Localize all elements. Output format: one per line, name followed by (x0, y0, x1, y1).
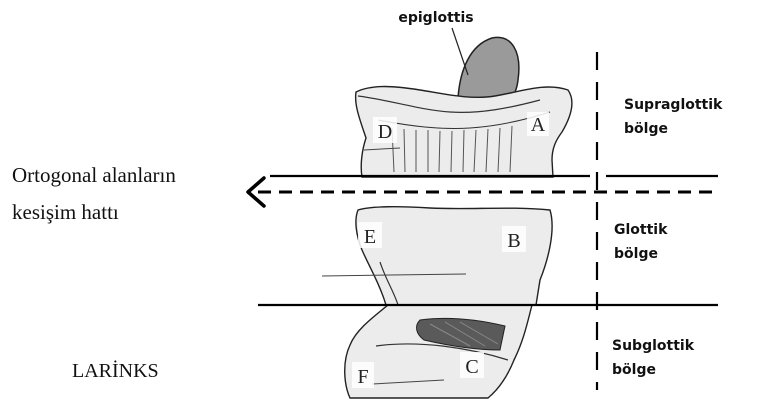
point-d-label: D (378, 121, 392, 143)
subglottic-label-line2: bölge (612, 362, 656, 378)
glottic-label-line1: Glottik (614, 222, 668, 238)
epiglottis-label: epiglottis (398, 10, 473, 26)
larynx-label: LARİNKS (72, 359, 159, 382)
supraglottic-label-line1: Supraglottik (624, 97, 723, 113)
point-a-label: A (531, 114, 546, 136)
point-b-label: B (507, 230, 520, 252)
intersection-label-line1: Ortogonal alanların (12, 163, 176, 187)
larynx-illustration (322, 28, 572, 398)
epiglottis-pointer (452, 28, 468, 75)
subglottic-label-line1: Subglottik (612, 338, 695, 354)
intersection-label-line2: kesişim hattı (12, 200, 119, 224)
point-e-label: E (364, 226, 376, 248)
point-c-label: C (465, 356, 478, 378)
glottic-body (356, 207, 552, 305)
supraglottic-label-line2: bölge (624, 121, 668, 137)
glottic-label-line2: bölge (614, 246, 658, 262)
point-f-label: F (357, 366, 368, 388)
